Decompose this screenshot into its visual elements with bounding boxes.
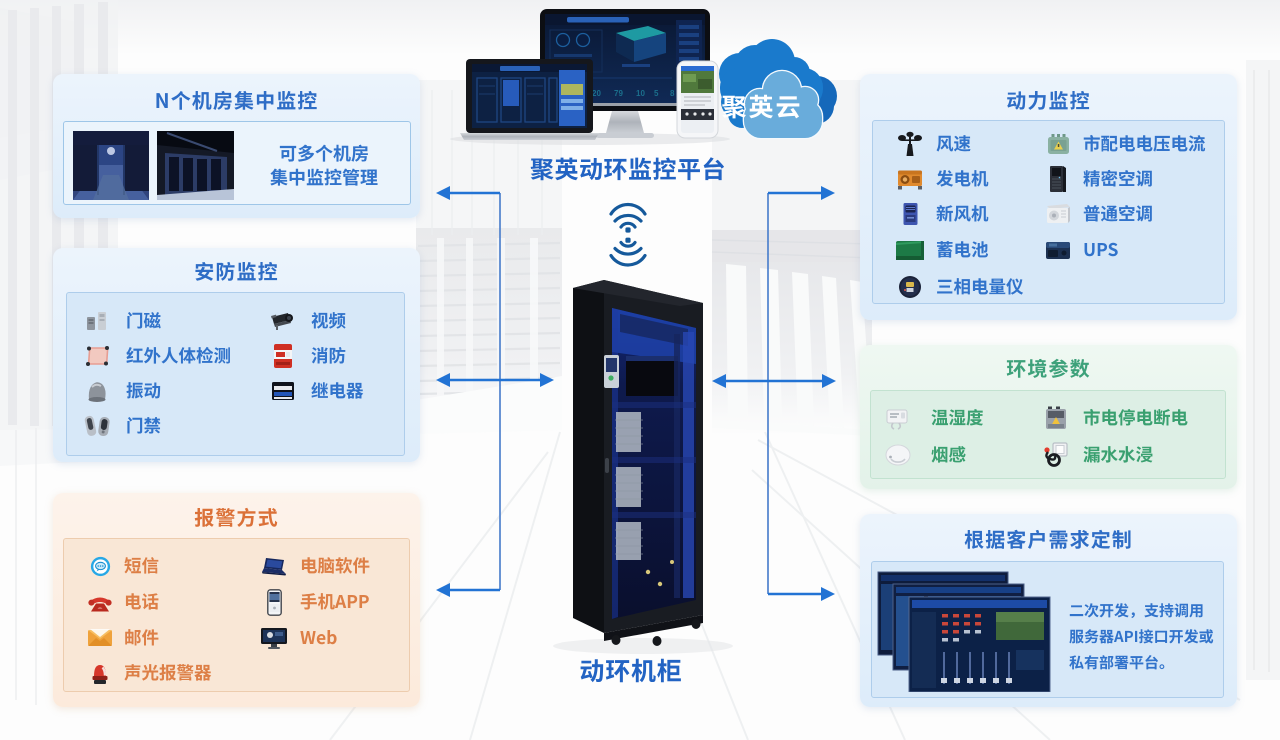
svg-text:聚英云: 聚英云 <box>721 88 802 124</box>
svg-text:20: 20 <box>592 89 601 98</box>
svg-text:8: 8 <box>670 89 675 98</box>
svg-text:79: 79 <box>614 89 623 98</box>
svg-text:10: 10 <box>636 89 645 98</box>
svg-text:5: 5 <box>654 89 659 98</box>
